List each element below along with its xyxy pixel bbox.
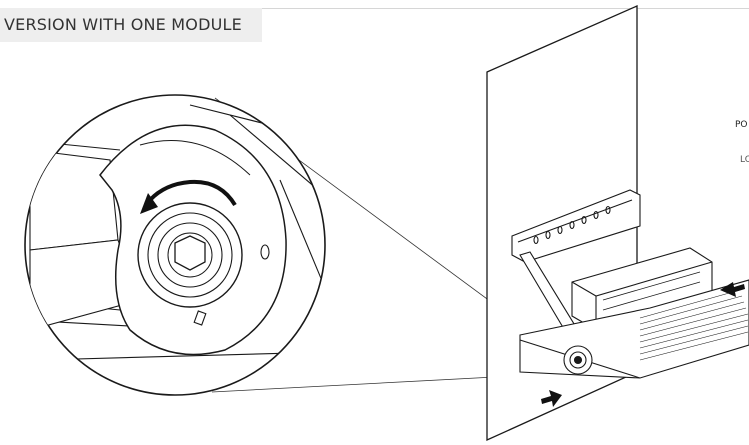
rotation-arrow [148, 179, 237, 207]
arrow-left-icon [720, 282, 745, 297]
bracket-slots [533, 205, 611, 245]
annotation-lo: LO [740, 155, 749, 165]
rotation-arrowhead-icon [140, 193, 158, 214]
hex-socket [174, 235, 206, 271]
arrow-right-icon [541, 390, 562, 407]
floodlight-module [511, 189, 749, 379]
detail-magnifier [24, 94, 326, 396]
hex-nut [137, 202, 243, 308]
annotation-po: PO [735, 120, 748, 130]
mounting-bracket [511, 189, 641, 263]
direction-arrows [541, 282, 745, 407]
section-title: VERSION WITH ONE MODULE [0, 8, 262, 42]
section-title-text: VERSION WITH ONE MODULE [4, 15, 242, 34]
heatsink-fins [639, 289, 749, 361]
header-rule [262, 8, 749, 9]
